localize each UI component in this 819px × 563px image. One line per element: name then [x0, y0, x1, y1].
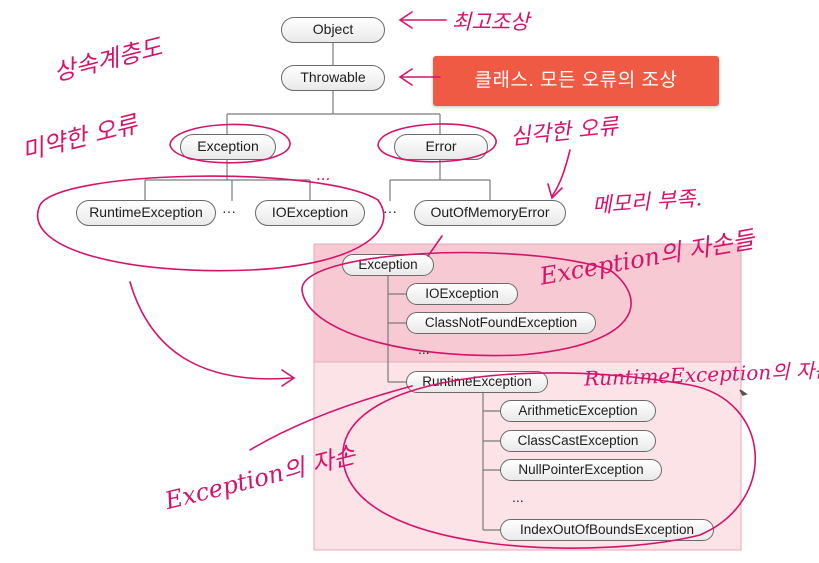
- detail-node-io-exception: IOException: [406, 283, 518, 305]
- node-object: Object: [281, 17, 385, 43]
- ellipsis-exception-children: ···: [222, 203, 236, 219]
- ellipsis-error-children: ···: [383, 203, 397, 219]
- detail-ellipsis-unchecked: ...: [512, 489, 524, 505]
- detail-node-runtime-exception: RuntimeException: [406, 371, 548, 393]
- node-io-exception: IOException: [255, 200, 365, 226]
- node-out-of-memory-error: OutOfMemoryError: [414, 200, 566, 226]
- detail-node-null-pointer: NullPointerException: [500, 459, 662, 481]
- note-unreadable: ...: [316, 166, 331, 184]
- detail-node-class-cast: ClassCastException: [500, 430, 656, 452]
- detail-ellipsis-checked: ...: [418, 341, 430, 357]
- node-runtime-exception: RuntimeException: [76, 200, 216, 226]
- detail-node-arithmetic: ArithmeticException: [500, 400, 656, 422]
- node-throwable: Throwable: [281, 65, 385, 91]
- detail-node-class-not-found: ClassNotFoundException: [406, 312, 596, 334]
- detail-node-index-out-of-bounds: IndexOutOfBoundsException: [500, 519, 714, 541]
- node-exception: Exception: [180, 134, 276, 160]
- note-top-ancestor: 최고조상: [452, 10, 530, 34]
- node-error: Error: [394, 134, 488, 160]
- throwable-note-banner: 클래스. 모든 오류의 조상: [433, 56, 719, 106]
